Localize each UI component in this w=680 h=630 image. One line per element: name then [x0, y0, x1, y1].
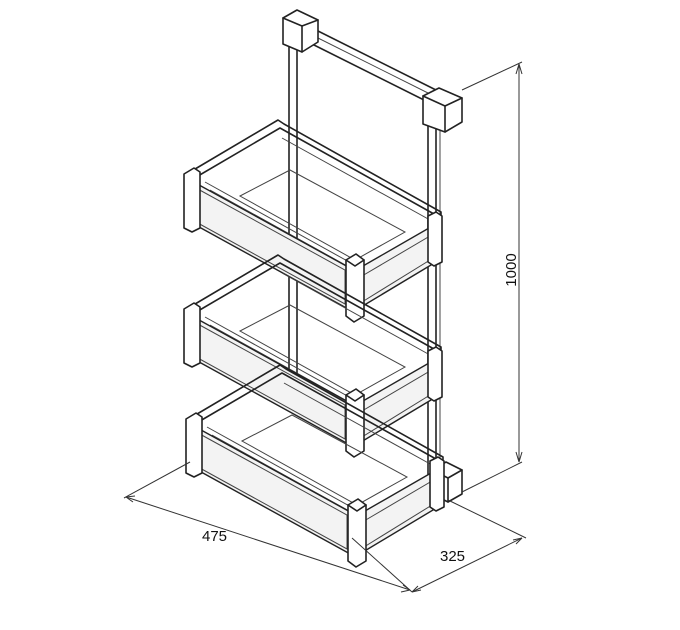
height-label: 1000 [503, 253, 520, 286]
depth-label: 325 [440, 548, 465, 565]
depth-dimension: 325 [411, 499, 527, 593]
basket-top [183, 119, 443, 323]
top-left-cap [282, 9, 319, 53]
top-right-cap [422, 87, 463, 133]
width-dimension: 475 [123, 461, 413, 593]
rear-frame [288, 21, 441, 483]
height-dimension: 1000 [461, 61, 523, 493]
width-label: 475 [202, 528, 227, 545]
